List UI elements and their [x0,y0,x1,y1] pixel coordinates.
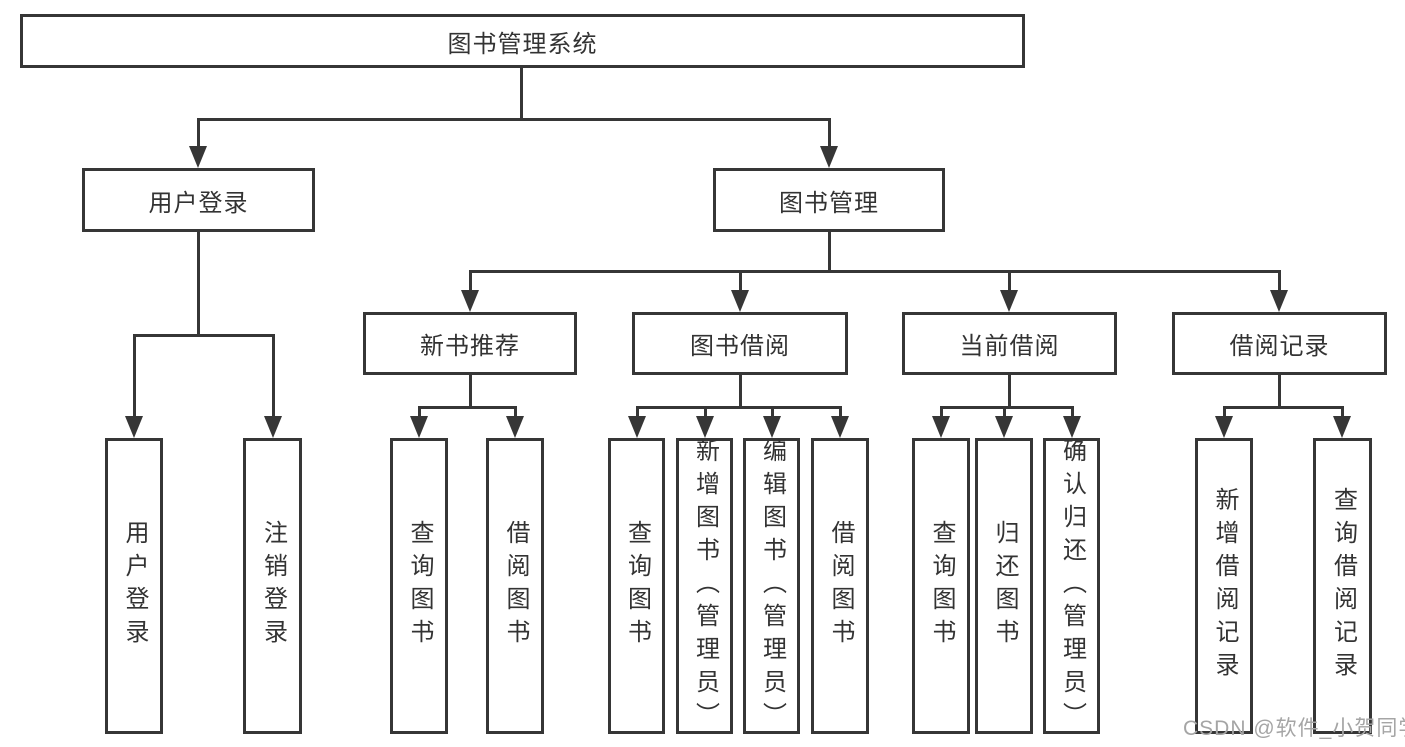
leaf-user-login: 用户登录 [105,438,163,734]
leaf-add-borrow-record: 新增借阅记录 [1195,438,1253,734]
leaf-query-book-recommend: 查询图书 [390,438,448,734]
leaf-query-book-current-label: 查询图书 [928,520,955,652]
connector-line [704,406,707,420]
connector-line [1071,406,1074,420]
arrow-down-icon [506,416,524,438]
node-book-borrow: 图书借阅 [632,312,848,375]
leaf-borrow-book-label: 借阅图书 [827,520,854,652]
connector-line [520,68,523,118]
connector-line [469,375,472,406]
arrow-down-icon [1270,290,1288,312]
arrow-down-icon [731,290,749,312]
connector-line [1008,270,1011,294]
leaf-borrow-book: 借阅图书 [811,438,869,734]
node-book-borrow-label: 图书借阅 [690,333,790,360]
connector-line [739,375,742,406]
arrow-down-icon [125,416,143,438]
connector-line [514,406,517,420]
arrow-down-icon [628,416,646,438]
arrow-down-icon [264,416,282,438]
connector-line [272,334,275,418]
leaf-query-book-borrow: 查询图书 [608,438,665,734]
leaf-confirm-return-admin: 确认归还（管理员） [1043,437,1100,735]
node-borrow-records-label: 借阅记录 [1229,333,1330,360]
connector-line [636,406,841,409]
leaf-query-borrow-record: 查询借阅记录 [1313,438,1372,734]
connector-line [771,406,774,420]
leaf-confirm-return-admin-label: 确认归还（管理员） [1058,437,1086,735]
leaf-add-book-admin-label: 新增图书（管理员） [691,437,719,735]
connector-line [1003,406,1006,420]
connector-line [839,406,842,420]
connector-line [828,232,831,270]
connector-line [418,406,421,420]
leaf-borrow-book-recommend: 借阅图书 [486,438,544,734]
arrow-down-icon [1215,416,1233,438]
leaf-logout-label: 注销登录 [259,520,287,652]
leaf-add-book-admin: 新增图书（管理员） [676,437,733,735]
connector-line [636,406,639,420]
connector-line [469,270,472,294]
node-current-borrow-label: 当前借阅 [959,333,1060,360]
connector-line [1223,406,1226,420]
watermark: CSDN @软件_小贺同学 [1183,717,1405,740]
leaf-logout: 注销登录 [243,438,302,734]
connector-line [940,406,943,420]
arrow-down-icon [932,416,950,438]
arrow-down-icon [995,416,1013,438]
arrow-down-icon [189,146,207,168]
node-current-borrow: 当前借阅 [902,312,1117,375]
leaf-user-login-label: 用户登录 [121,520,148,652]
connector-line [739,270,742,294]
connector-line [940,406,1073,409]
leaf-borrow-book-recommend-label: 借阅图书 [502,520,529,652]
connector-line [197,118,200,148]
connector-line [133,334,275,337]
connector-line [418,406,517,409]
leaf-query-book-current: 查询图书 [912,438,970,734]
arrow-down-icon [1063,416,1081,438]
node-book-management-label: 图书管理 [779,189,879,217]
leaf-return-book-label: 归还图书 [991,520,1018,652]
node-book-management: 图书管理 [713,168,945,232]
arrow-down-icon [820,146,838,168]
arrow-down-icon [763,416,781,438]
arrow-down-icon [1000,290,1018,312]
connector-line [1278,270,1281,294]
node-new-book-recommend-label: 新书推荐 [420,333,520,360]
arrow-down-icon [1333,416,1351,438]
connector-line [1223,406,1344,409]
connector-line [469,270,1281,273]
connector-line [828,118,831,148]
connector-line [133,334,136,418]
leaf-query-book-recommend-label: 查询图书 [406,520,433,652]
connector-line [1278,375,1281,406]
connector-line [197,118,831,121]
arrow-down-icon [410,416,428,438]
leaf-edit-book-admin-label: 编辑图书（管理员） [758,437,786,735]
node-root-label: 图书管理系统 [447,30,598,58]
leaf-return-book: 归还图书 [975,438,1033,734]
arrow-down-icon [461,290,479,312]
leaf-query-book-borrow-label: 查询图书 [623,520,651,652]
node-user-login: 用户登录 [82,168,315,232]
arrow-down-icon [831,416,849,438]
connector-line [197,232,200,334]
node-borrow-records: 借阅记录 [1172,312,1387,375]
node-new-book-recommend: 新书推荐 [363,312,577,375]
node-root: 图书管理系统 [20,14,1025,68]
connector-line [1341,406,1344,420]
leaf-edit-book-admin: 编辑图书（管理员） [743,437,800,735]
leaf-add-borrow-record-label: 新增借阅记录 [1211,487,1238,685]
leaf-query-borrow-record-label: 查询借阅记录 [1329,487,1357,685]
arrow-down-icon [696,416,714,438]
node-user-login-label: 用户登录 [148,189,249,217]
connector-line [1008,375,1011,406]
